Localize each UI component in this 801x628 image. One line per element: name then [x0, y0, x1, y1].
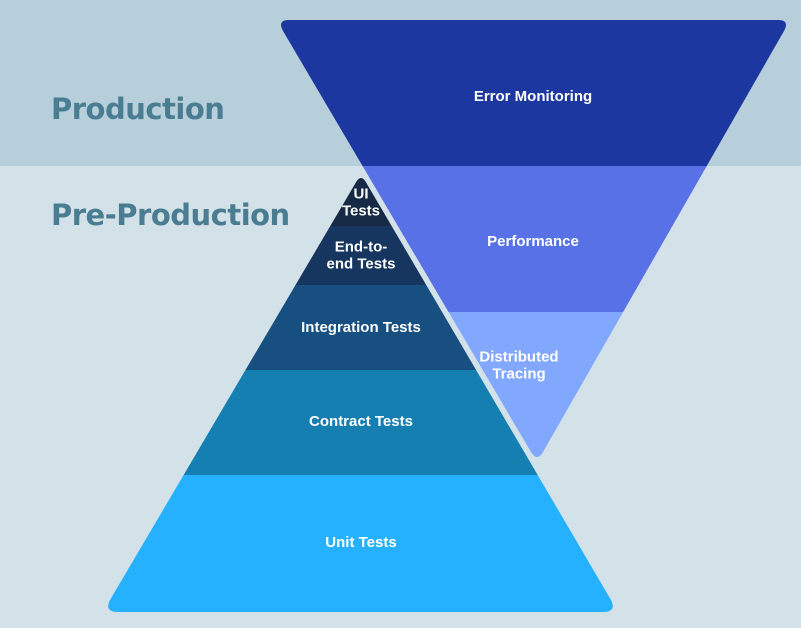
unit-tests-label: Unit Tests — [325, 534, 396, 551]
error-monitoring-layer — [281, 20, 786, 166]
pre-production-label: Pre-Production — [51, 198, 290, 232]
unit-tests-layer — [108, 475, 613, 612]
end-to-end-tests-layer — [108, 226, 613, 285]
production-label: Production — [51, 92, 225, 126]
integration-tests-label: Integration Tests — [301, 319, 421, 336]
performance-label: Performance — [487, 233, 579, 250]
end-to-end-tests-label: End-to-end Tests — [327, 239, 396, 273]
contract-tests-label: Contract Tests — [309, 413, 413, 430]
error-monitoring-label: Error Monitoring — [474, 88, 592, 105]
